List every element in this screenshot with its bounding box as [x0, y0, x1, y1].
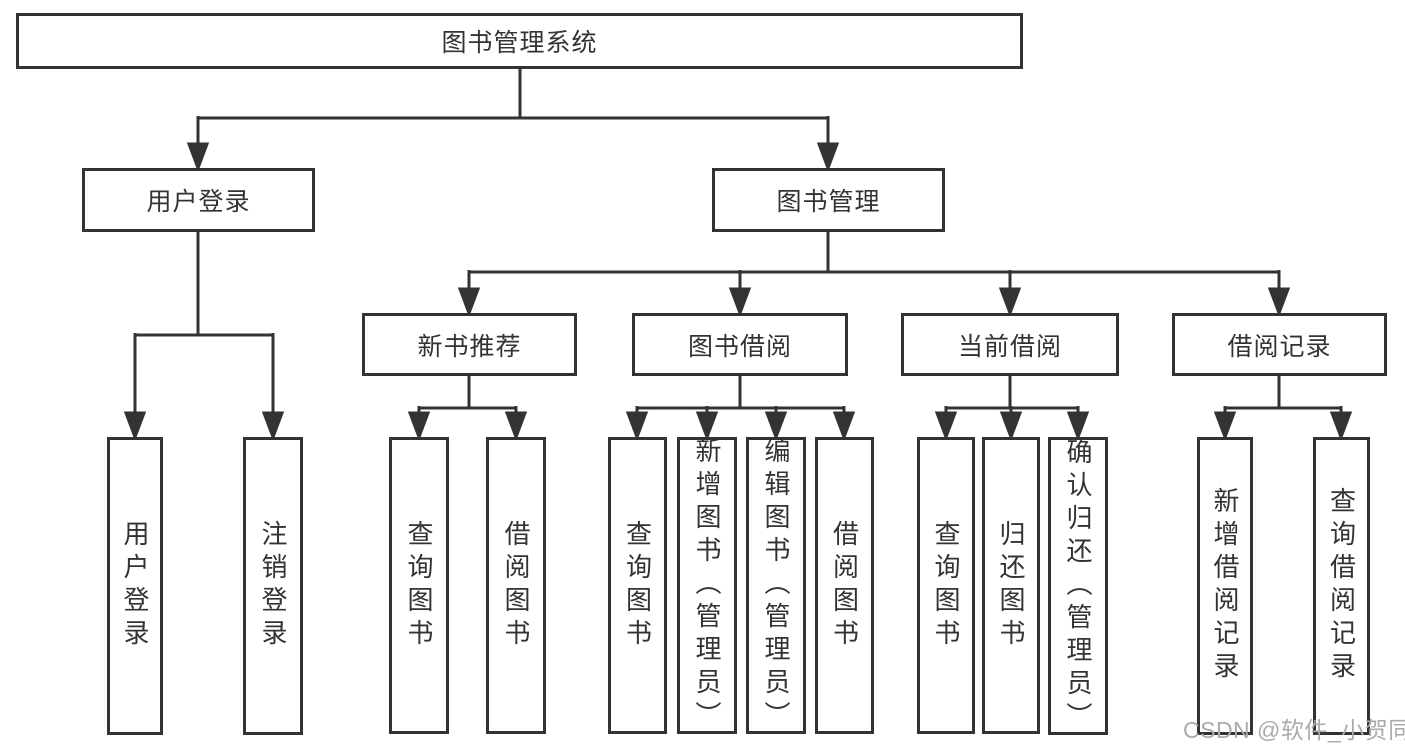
node-label: 图书管理系统: [441, 29, 598, 57]
node-label: 归还图书: [996, 519, 1026, 652]
node-book-borrow: 图书借阅: [632, 313, 848, 376]
arrowhead: [123, 411, 147, 442]
node-current-query-books: 查询图书: [917, 437, 975, 734]
arrowhead: [816, 142, 840, 173]
node-label: 新书推荐: [417, 332, 522, 361]
node-root-system: 图书管理系统: [16, 13, 1023, 69]
arrowhead: [695, 411, 719, 442]
arrowhead: [764, 411, 788, 442]
node-label: 查询借阅记录: [1326, 487, 1357, 685]
connector-root-to-level2: [186, 69, 840, 173]
node-label: 查询图书: [622, 519, 653, 652]
node-label: 查询图书: [404, 519, 434, 652]
connector-mgmt-to-level3: [457, 232, 1291, 318]
node-borrow-books: 借阅图书: [815, 437, 874, 734]
node-label: 借阅记录: [1227, 332, 1332, 361]
csdn-watermark: CSDN @软件_小贺同学: [1183, 717, 1405, 743]
arrowhead: [1213, 411, 1237, 442]
arrowhead: [934, 411, 958, 442]
node-add-books-admin: 新增图书（管理员）: [677, 437, 737, 734]
node-label: 借阅图书: [829, 519, 860, 652]
node-borrow-query-books: 查询图书: [608, 437, 667, 734]
node-edit-books-admin: 编辑图书（管理员）: [746, 437, 806, 734]
node-confirm-return-admin: 确认归还（管理员）: [1048, 437, 1108, 735]
arrowhead: [999, 411, 1023, 442]
node-label: 编辑图书（管理员）: [761, 437, 791, 734]
arrowhead: [1329, 411, 1353, 442]
arrowhead: [998, 287, 1022, 318]
node-add-borrow-record: 新增借阅记录: [1197, 437, 1253, 735]
node-label: 借阅图书: [501, 519, 531, 652]
node-label: 图书借阅: [687, 332, 792, 361]
arrowhead: [728, 287, 752, 318]
node-logout: 注销登录: [243, 437, 303, 735]
node-return-books: 归还图书: [982, 437, 1040, 734]
node-label: 当前借阅: [957, 332, 1062, 361]
node-query-borrow-record: 查询借阅记录: [1313, 437, 1370, 735]
node-user-login-branch: 用户登录: [82, 168, 315, 232]
node-user-login: 用户登录: [107, 437, 163, 735]
arrowhead: [186, 142, 210, 173]
arrowhead: [1267, 287, 1291, 318]
arrowhead: [261, 411, 285, 442]
connector-records-group: [1213, 376, 1353, 442]
connector-current-borrow-group: [934, 376, 1090, 442]
arrowhead: [1066, 411, 1090, 442]
node-borrow-records: 借阅记录: [1172, 313, 1387, 376]
node-label: 用户登录: [120, 520, 150, 652]
arrowhead: [504, 411, 528, 442]
node-book-management: 图书管理: [712, 168, 945, 232]
arrowhead: [407, 411, 431, 442]
node-label: 注销登录: [258, 520, 288, 652]
node-label: 图书管理: [776, 188, 881, 216]
arrowhead: [832, 411, 856, 442]
node-current-borrow: 当前借阅: [901, 313, 1119, 376]
node-label: 用户登录: [146, 188, 251, 216]
connector-recommend-group: [407, 376, 528, 442]
node-label: 查询图书: [931, 519, 961, 652]
node-label: 新增图书（管理员）: [692, 437, 722, 734]
node-recommend-query-books: 查询图书: [389, 437, 449, 734]
arrowhead: [457, 287, 481, 318]
connector-borrow-group: [625, 376, 856, 442]
arrowhead: [625, 411, 649, 442]
connector-user-login-branch: [123, 232, 285, 442]
node-label: 新增借阅记录: [1210, 487, 1240, 685]
node-new-book-recommend: 新书推荐: [362, 313, 577, 376]
node-label: 确认归还（管理员）: [1063, 437, 1093, 735]
node-recommend-borrow-books: 借阅图书: [486, 437, 546, 734]
